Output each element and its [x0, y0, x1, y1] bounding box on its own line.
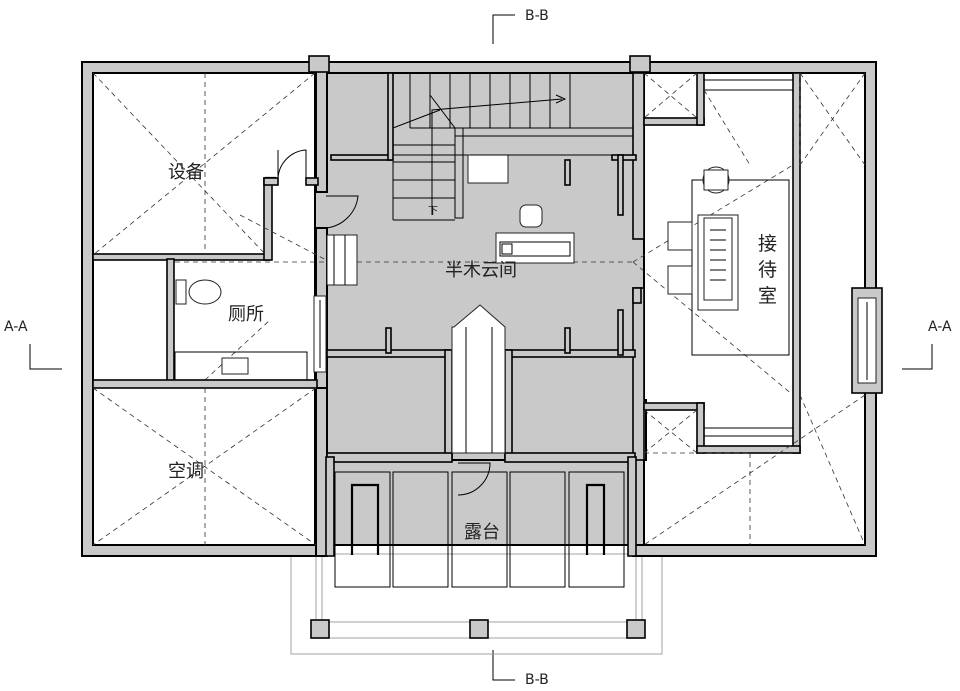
room-label-reception-char-2: 待 [758, 259, 777, 281]
room-label-ac: 空调 [168, 461, 204, 482]
room-label-toilet: 厕所 [228, 304, 264, 325]
section-marker-a-left: A-A [4, 319, 62, 370]
door-center-left[interactable] [325, 195, 359, 229]
wall-storage-right [166, 258, 175, 388]
room-label-reception-char-3: 室 [758, 285, 777, 307]
wall-right-column-bottom [632, 287, 645, 461]
section-marker-a-right: A-A [902, 319, 952, 370]
door-equipment[interactable] [277, 149, 307, 179]
section-marker-b-bottom: B-B [492, 650, 549, 688]
room-label-half-wood: 半木云间 [445, 260, 517, 281]
section-label-a-left: A-A [4, 319, 28, 335]
terrace-panels [334, 471, 625, 588]
center-pointer [451, 304, 506, 454]
section-marker-b-top: B-B [492, 8, 549, 44]
ceiling-dashed-lines [92, 72, 866, 546]
shelf-center-left [326, 234, 358, 286]
room-label-terrace: 露台 [464, 522, 500, 543]
wall-center-stub-left [330, 154, 392, 161]
wall-toilet-bottom [92, 379, 318, 389]
stair-down-mark: 下 [428, 206, 438, 217]
wall-equipment-right [263, 177, 273, 261]
reception-furniture [667, 166, 790, 356]
room-label-equipment: 设备 [168, 162, 204, 183]
room-label-reception-char-1: 接 [758, 233, 777, 255]
section-label-a-right: A-A [928, 319, 952, 335]
wall-left-column-top [315, 61, 328, 193]
center-desk [495, 204, 575, 264]
terrace-outline [290, 553, 663, 655]
section-label-b-top: B-B [525, 8, 549, 24]
door-terrace[interactable] [457, 462, 491, 496]
wall-reception-right [792, 72, 801, 454]
toilet-fixture [174, 279, 308, 381]
top-desk [467, 154, 509, 184]
section-label-b-bottom: B-B [525, 672, 549, 688]
room-label-reception: 接 待 室 [758, 233, 777, 307]
wall-equipment-bottom [92, 253, 270, 261]
